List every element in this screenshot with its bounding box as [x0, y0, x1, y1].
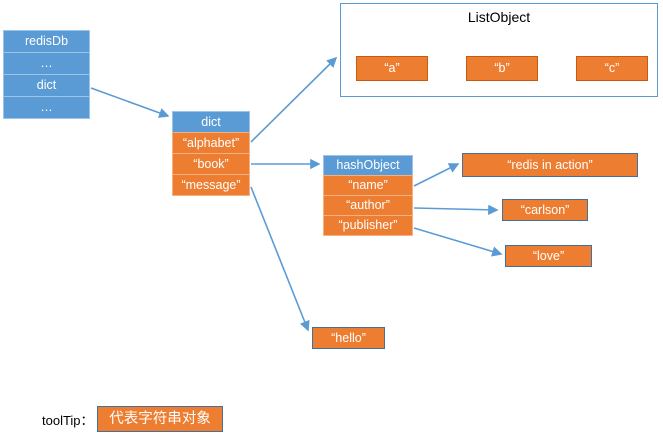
list-object-title: ListObject [467, 9, 531, 25]
arrow-alphabet-to-listobject [250, 56, 338, 143]
redisdb-row: redisDb [3, 30, 90, 53]
dict-key-message: “message” [172, 174, 250, 196]
dict-table: dict “alphabet” “book” “message” [172, 111, 250, 196]
list-item-a: “a” [356, 56, 428, 81]
redisdb-stack: redisDb … dict … [3, 30, 90, 119]
string-box-love: “love” [505, 245, 592, 267]
arrow-message-to-hello [250, 186, 310, 332]
redisdb-row-dict: dict [3, 74, 90, 97]
redisdb-row-ellipsis: … [3, 52, 90, 75]
string-box-hello: “hello” [312, 327, 385, 349]
hash-key-name: “name” [323, 175, 413, 196]
redisdb-row-ellipsis: … [3, 96, 90, 119]
arrow-author-to-carlson [413, 204, 499, 215]
list-object-container: ListObject “a” “b” “c” [340, 3, 658, 97]
hash-object-table: hashObject “name” “author” “publisher” [323, 155, 413, 236]
hash-object-header: hashObject [323, 155, 413, 176]
arrow-publisher-to-love [413, 227, 503, 257]
arrow-redisdb-to-dict [90, 87, 170, 118]
tooltip-label: toolTip： [42, 413, 94, 428]
dict-table-header: dict [172, 111, 250, 133]
string-box-redis-in-action: “redis in action” [462, 153, 638, 177]
hash-key-publisher: “publisher” [323, 215, 413, 236]
string-box-carlson: “carlson” [502, 199, 588, 221]
list-item-b: “b” [466, 56, 538, 81]
arrow-name-to-redis-in-action [413, 163, 460, 187]
list-item-c: “c” [576, 56, 648, 81]
tooltip-value-box: 代表字符串对象 [97, 406, 223, 432]
dict-key-alphabet: “alphabet” [172, 132, 250, 154]
hash-key-author: “author” [323, 195, 413, 216]
dict-key-book: “book” [172, 153, 250, 175]
